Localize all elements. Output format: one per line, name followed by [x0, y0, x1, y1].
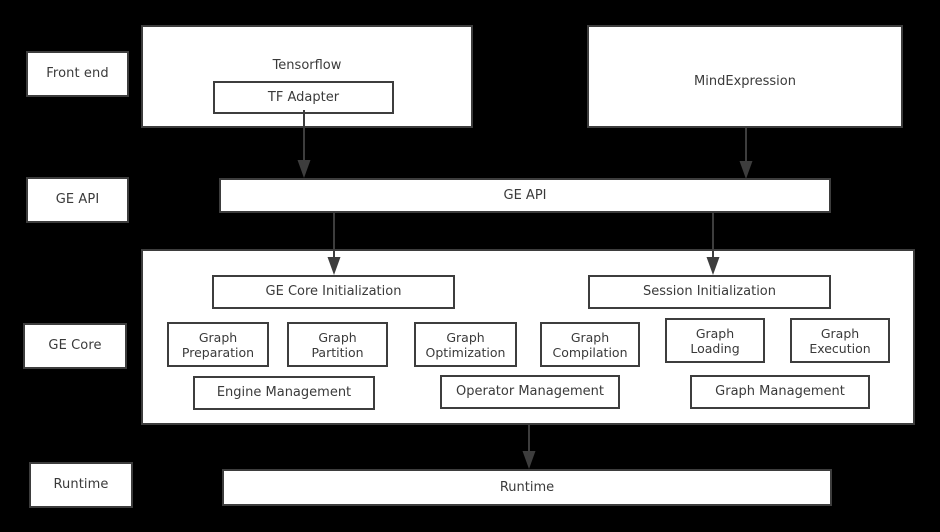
graph-optimization-box[interactable]: Graph Optimization — [414, 322, 517, 367]
mindexpression-label: MindExpression — [694, 74, 796, 89]
graph-compilation-box[interactable]: Graph Compilation — [540, 322, 640, 367]
engine-management-label: Engine Management — [216, 385, 352, 401]
graph-compilation-label: Graph Compilation — [552, 329, 628, 360]
ge-api-bar[interactable]: GE API — [219, 178, 831, 213]
graph-management-box[interactable]: Graph Management — [690, 375, 870, 409]
engine-management-box[interactable]: Engine Management — [193, 376, 375, 410]
runtime-bar[interactable]: Runtime — [222, 469, 832, 506]
graph-loading-box[interactable]: Graph Loading — [665, 318, 765, 363]
graph-execution-label: Graph Execution — [809, 325, 871, 356]
session-initialization-box[interactable]: Session Initialization — [588, 275, 831, 309]
stage-label-ge-core-text: GE Core — [48, 337, 102, 353]
graph-preparation-box[interactable]: Graph Preparation — [167, 322, 269, 367]
operator-management-label: Operator Management — [456, 384, 604, 400]
tf-adapter-label: TF Adapter — [267, 89, 340, 105]
stage-label-runtime-text: Runtime — [53, 476, 109, 492]
ge-core-initialization-label: GE Core Initialization — [265, 284, 402, 300]
graph-preparation-label: Graph Preparation — [181, 329, 255, 360]
graph-execution-box[interactable]: Graph Execution — [790, 318, 890, 363]
runtime-bar-label: Runtime — [499, 480, 555, 495]
graph-loading-label: Graph Loading — [690, 325, 740, 356]
graph-management-label: Graph Management — [715, 384, 845, 400]
graph-optimization-label: Graph Optimization — [425, 329, 506, 360]
session-initialization-label: Session Initialization — [642, 284, 776, 300]
arrow-ge-core-to-runtime — [518, 424, 540, 472]
stage-label-runtime: Runtime — [29, 462, 133, 508]
tf-adapter-box[interactable]: TF Adapter — [213, 81, 394, 114]
stage-label-front-end-text: Front end — [46, 65, 109, 81]
stage-label-front-end: Front end — [26, 51, 129, 97]
mindexpression-frame[interactable]: MindExpression — [587, 25, 903, 128]
operator-management-box[interactable]: Operator Management — [440, 375, 620, 409]
ge-api-bar-label: GE API — [503, 188, 547, 203]
ge-core-initialization-box[interactable]: GE Core Initialization — [212, 275, 455, 309]
graph-partition-box[interactable]: Graph Partition — [287, 322, 388, 367]
graph-partition-label: Graph Partition — [311, 329, 364, 360]
stage-label-ge-core: GE Core — [23, 323, 127, 369]
tensorflow-label: Tensorflow — [272, 58, 342, 73]
stage-label-ge-api: GE API — [26, 177, 129, 223]
arrow-mindexpression-to-ge-api — [735, 127, 757, 182]
stage-label-ge-api-text: GE API — [55, 191, 100, 207]
